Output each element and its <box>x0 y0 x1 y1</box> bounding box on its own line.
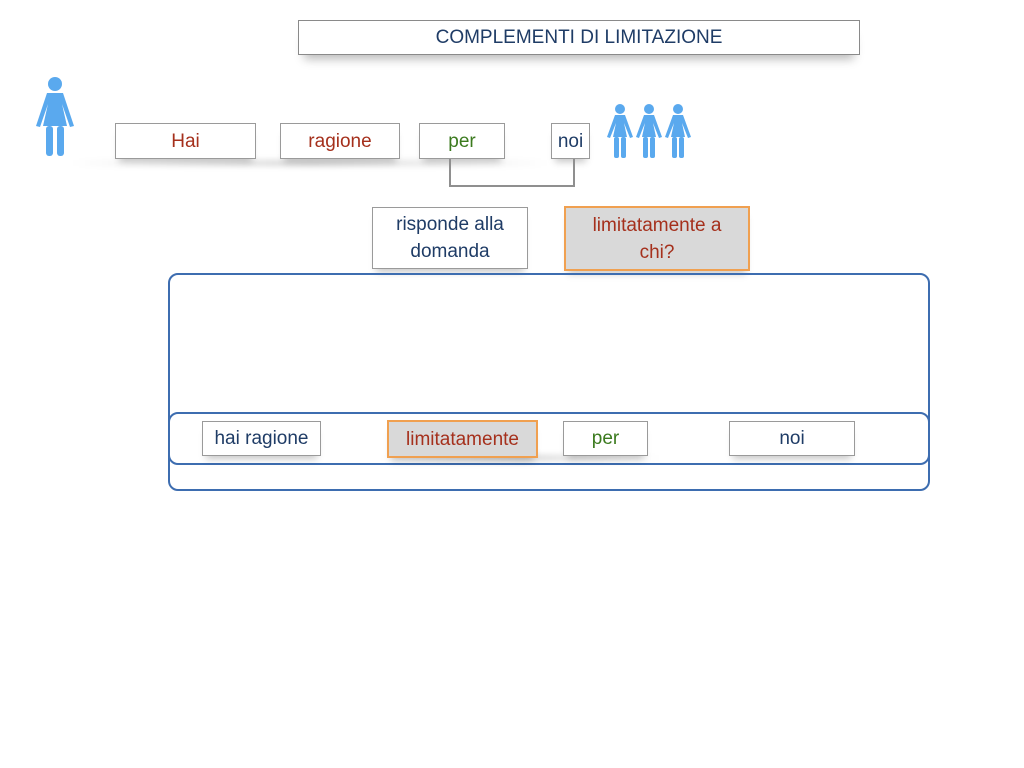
result-per: per <box>563 421 648 456</box>
connector-bracket <box>449 159 575 187</box>
woman-figure-icon <box>36 77 74 156</box>
word-hai: Hai <box>115 123 256 159</box>
word-per: per <box>419 123 505 159</box>
word-noi: noi <box>551 123 590 159</box>
answers-question-box: risponde alla domanda <box>372 207 528 269</box>
result-hai-ragione: hai ragione <box>202 421 321 456</box>
result-limitatamente: limitatamente <box>387 420 538 458</box>
question-limitatamente-box: limitatamente a chi? <box>564 206 750 271</box>
group-of-women-icon <box>607 104 691 158</box>
page-title: COMPLEMENTI DI LIMITAZIONE <box>298 20 860 55</box>
result-row-frame <box>168 412 930 465</box>
result-noi: noi <box>729 421 855 456</box>
word-ragione: ragione <box>280 123 400 159</box>
outer-frame <box>168 273 930 491</box>
